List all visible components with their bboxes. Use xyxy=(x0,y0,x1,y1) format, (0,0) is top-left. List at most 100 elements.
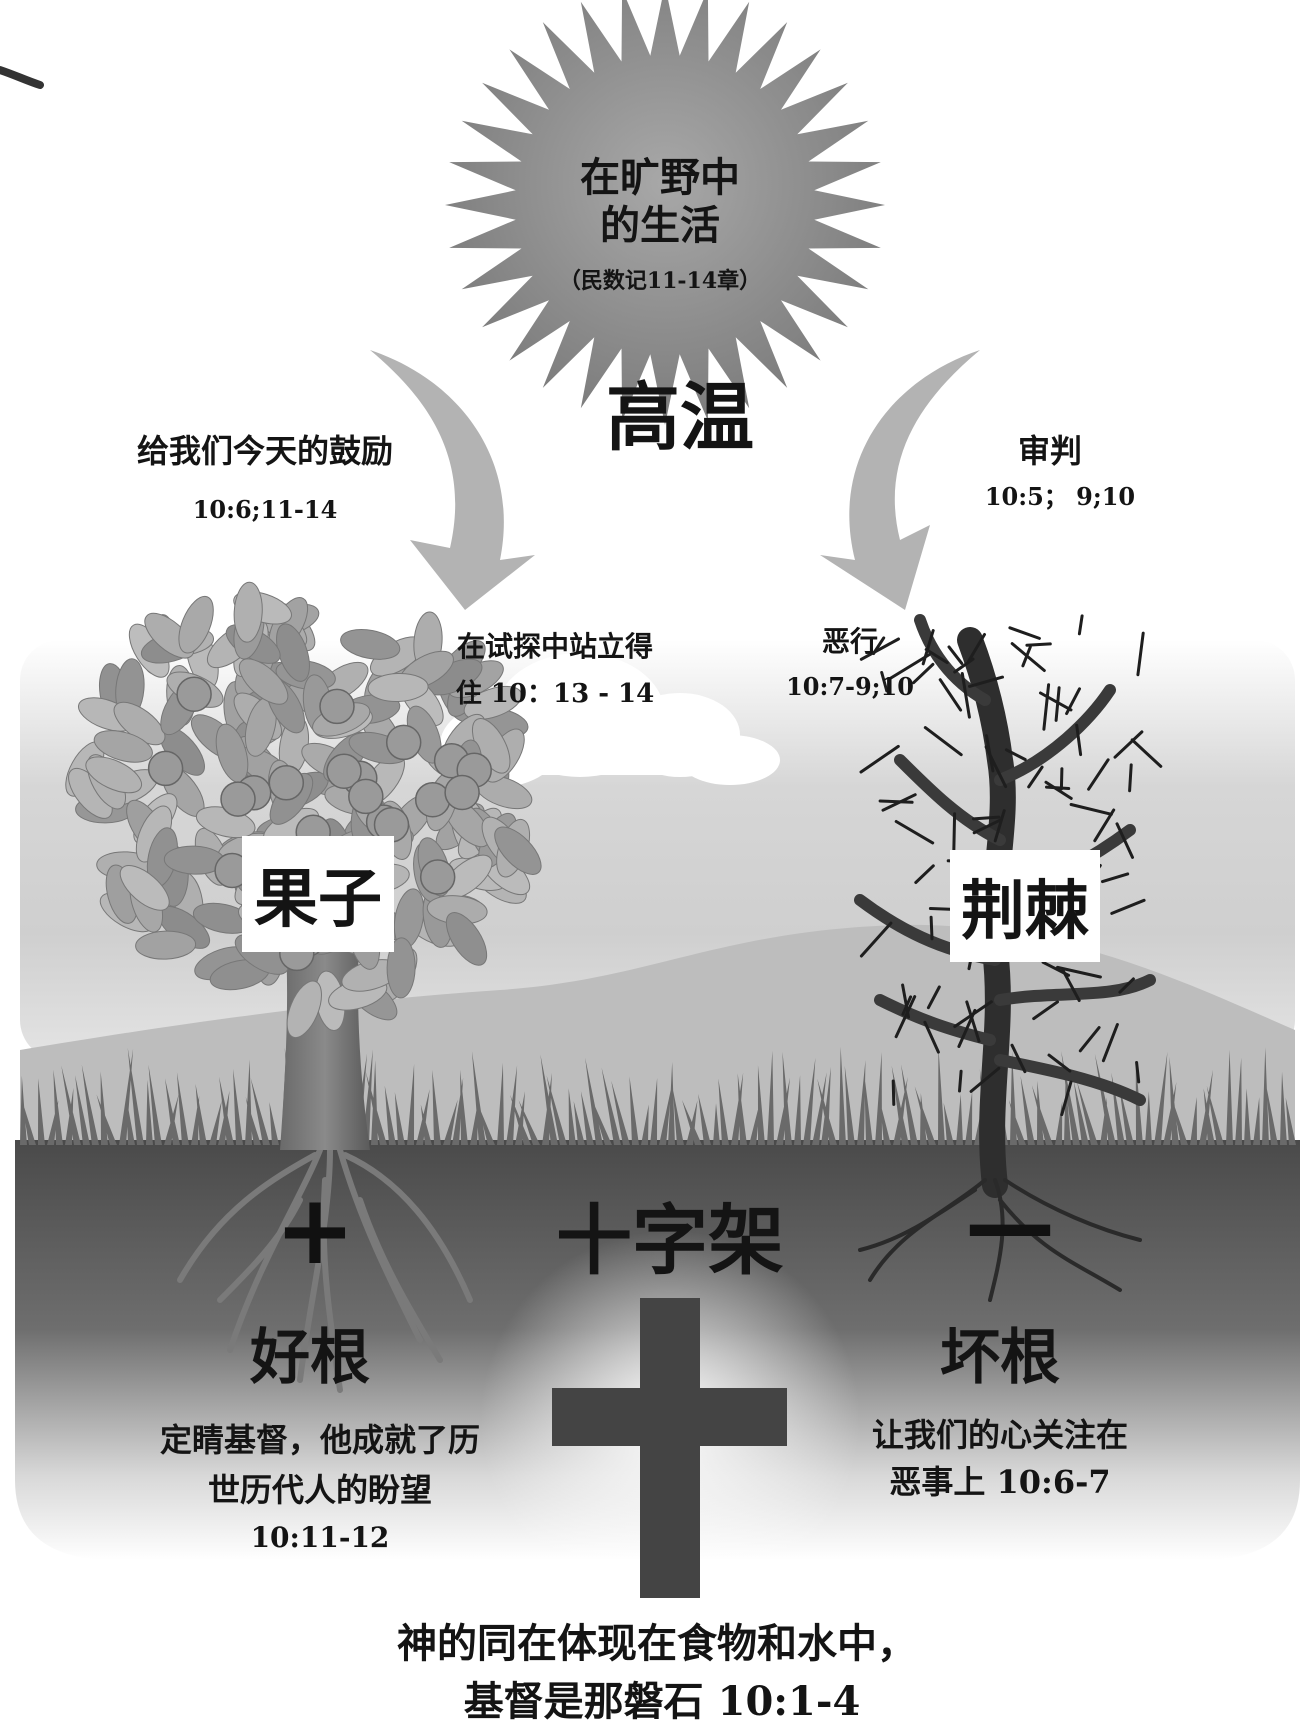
thorn xyxy=(960,672,971,719)
thorn-branch xyxy=(994,1054,1146,1106)
good-tree-caption-line1: 在试探中站立得 xyxy=(456,630,653,663)
thorn xyxy=(965,1000,981,1043)
good-root-line2: 世历代人的盼望 xyxy=(207,1471,432,1509)
thorn xyxy=(1032,1000,1059,1021)
left-arrow xyxy=(370,350,535,610)
thorn xyxy=(947,645,964,665)
thorn xyxy=(1110,898,1146,915)
leaf xyxy=(135,930,197,960)
thorn xyxy=(953,657,975,674)
leaf xyxy=(178,595,214,654)
good-root-line1: 定睛基督，他成就了历 xyxy=(159,1421,480,1459)
fruit xyxy=(419,859,456,895)
thorn xyxy=(993,809,1006,843)
thorn xyxy=(1069,803,1113,816)
grass-blades xyxy=(20,1046,1296,1145)
sun-title-line2: 的生活 xyxy=(600,202,720,249)
thorn xyxy=(923,726,963,757)
bad-tree-caption-line1: 恶行 xyxy=(821,625,878,658)
thorn xyxy=(891,1079,896,1106)
sun-reference: （民数记11-14章） xyxy=(558,268,762,294)
fruit xyxy=(414,781,451,818)
thorn xyxy=(1060,1080,1073,1117)
fruit xyxy=(444,774,480,811)
thorn xyxy=(926,985,941,1010)
footer-line2: 基督是那磐石 10:1-4 xyxy=(463,1678,861,1725)
thorn xyxy=(894,820,935,845)
heat-label: 高温 xyxy=(606,375,754,461)
encouragement-title: 给我们今天的鼓励 xyxy=(136,432,393,470)
thorn xyxy=(894,995,917,1039)
leaf xyxy=(119,865,170,911)
thorn xyxy=(1042,683,1051,731)
thorn xyxy=(1008,626,1041,640)
thorn xyxy=(912,662,935,685)
leaf xyxy=(238,658,289,705)
thorn xyxy=(923,1020,940,1054)
thorn xyxy=(929,915,934,941)
thorn xyxy=(1025,642,1052,647)
thorn xyxy=(859,744,900,774)
thorn xyxy=(958,1069,963,1093)
thorn xyxy=(1044,780,1073,800)
fruit-label: 果子 xyxy=(242,836,394,952)
thorn xyxy=(1004,748,1027,761)
thorn xyxy=(1118,977,1135,994)
thorn xyxy=(1077,614,1084,636)
fruit xyxy=(348,778,384,815)
thorn xyxy=(1010,1043,1027,1074)
thorn xyxy=(1041,960,1071,977)
thorn xyxy=(1128,763,1133,793)
thorn xyxy=(967,633,986,663)
thorn xyxy=(969,1066,1001,1093)
thorn xyxy=(1047,1053,1072,1073)
thorn-branch xyxy=(994,684,1116,786)
thorn xyxy=(901,983,910,1019)
thorn xyxy=(1115,822,1134,859)
thorn xyxy=(1136,631,1145,677)
fruit xyxy=(176,676,212,712)
leaf xyxy=(441,854,493,900)
leaf xyxy=(286,980,322,1039)
leaf xyxy=(93,730,153,763)
fruit xyxy=(147,750,184,787)
thorn xyxy=(972,818,1003,835)
thorn xyxy=(1130,738,1163,768)
good-root-title: 好根 xyxy=(250,1323,370,1393)
thorn xyxy=(972,815,1001,821)
thorn xyxy=(1056,965,1102,979)
good-tree-roots xyxy=(177,1147,473,1393)
thorn xyxy=(1059,767,1064,791)
thorn xyxy=(1010,642,1046,672)
thorn xyxy=(1113,730,1144,759)
leaf xyxy=(494,826,542,875)
thorns-label: 荆棘 xyxy=(950,850,1100,962)
leaf xyxy=(340,629,401,660)
thorn-branch xyxy=(994,974,1156,1006)
thorn xyxy=(1078,1026,1101,1053)
thorn xyxy=(859,637,900,661)
cross-shape xyxy=(552,1298,787,1598)
leaf xyxy=(233,581,263,643)
leaf xyxy=(85,756,143,794)
bad-tree-caption-line2: 10:7-9;10 xyxy=(786,672,914,701)
fruit xyxy=(385,724,422,761)
thorn xyxy=(1045,785,1071,790)
bad-root-line2: 恶事上 10:6-7 xyxy=(889,1463,1111,1501)
judgment-reference: 10:5； 9;10 xyxy=(984,482,1136,511)
leaf xyxy=(463,685,523,720)
thorn xyxy=(953,1000,993,1028)
cross-title: 十字架 xyxy=(556,1196,784,1285)
thorn xyxy=(924,648,949,665)
footer-line1: 神的同在体现在食物和水中， xyxy=(397,1620,917,1667)
sun-title-line1: 在旷野中 xyxy=(580,154,740,201)
minus-sign: — xyxy=(965,1172,1055,1277)
fruit xyxy=(268,765,305,801)
thorn xyxy=(878,799,914,804)
thorn-branch xyxy=(894,754,1006,846)
thorn xyxy=(889,653,931,680)
thorn xyxy=(1101,872,1130,884)
thorn xyxy=(1087,758,1110,791)
fruit xyxy=(326,753,362,789)
leaf xyxy=(445,912,488,966)
